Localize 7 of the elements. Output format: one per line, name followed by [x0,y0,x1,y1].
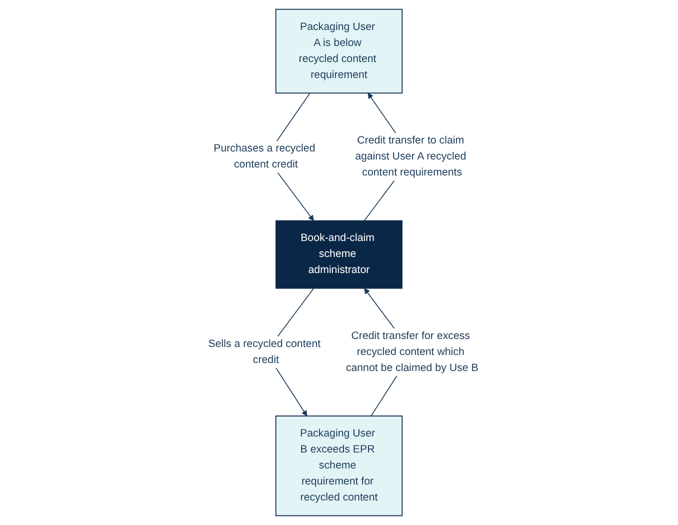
edge-label: Purchases a recycled content credit [214,142,316,170]
edge-label: Credit transfer to claim against User A recycled content requirements [355,134,466,178]
edge-label: Credit transfer for excess recycled content which cannot be claimed by Use B [346,330,478,374]
node-box: Book-and-claim scheme administrator [276,220,402,289]
node-box: Packaging User A is below recycled content requirement [275,8,403,94]
node-box: Packaging User B exceeds EPR scheme requirement for recycled content [275,416,403,516]
edge-label: Sells a recycled content credit [208,338,321,366]
